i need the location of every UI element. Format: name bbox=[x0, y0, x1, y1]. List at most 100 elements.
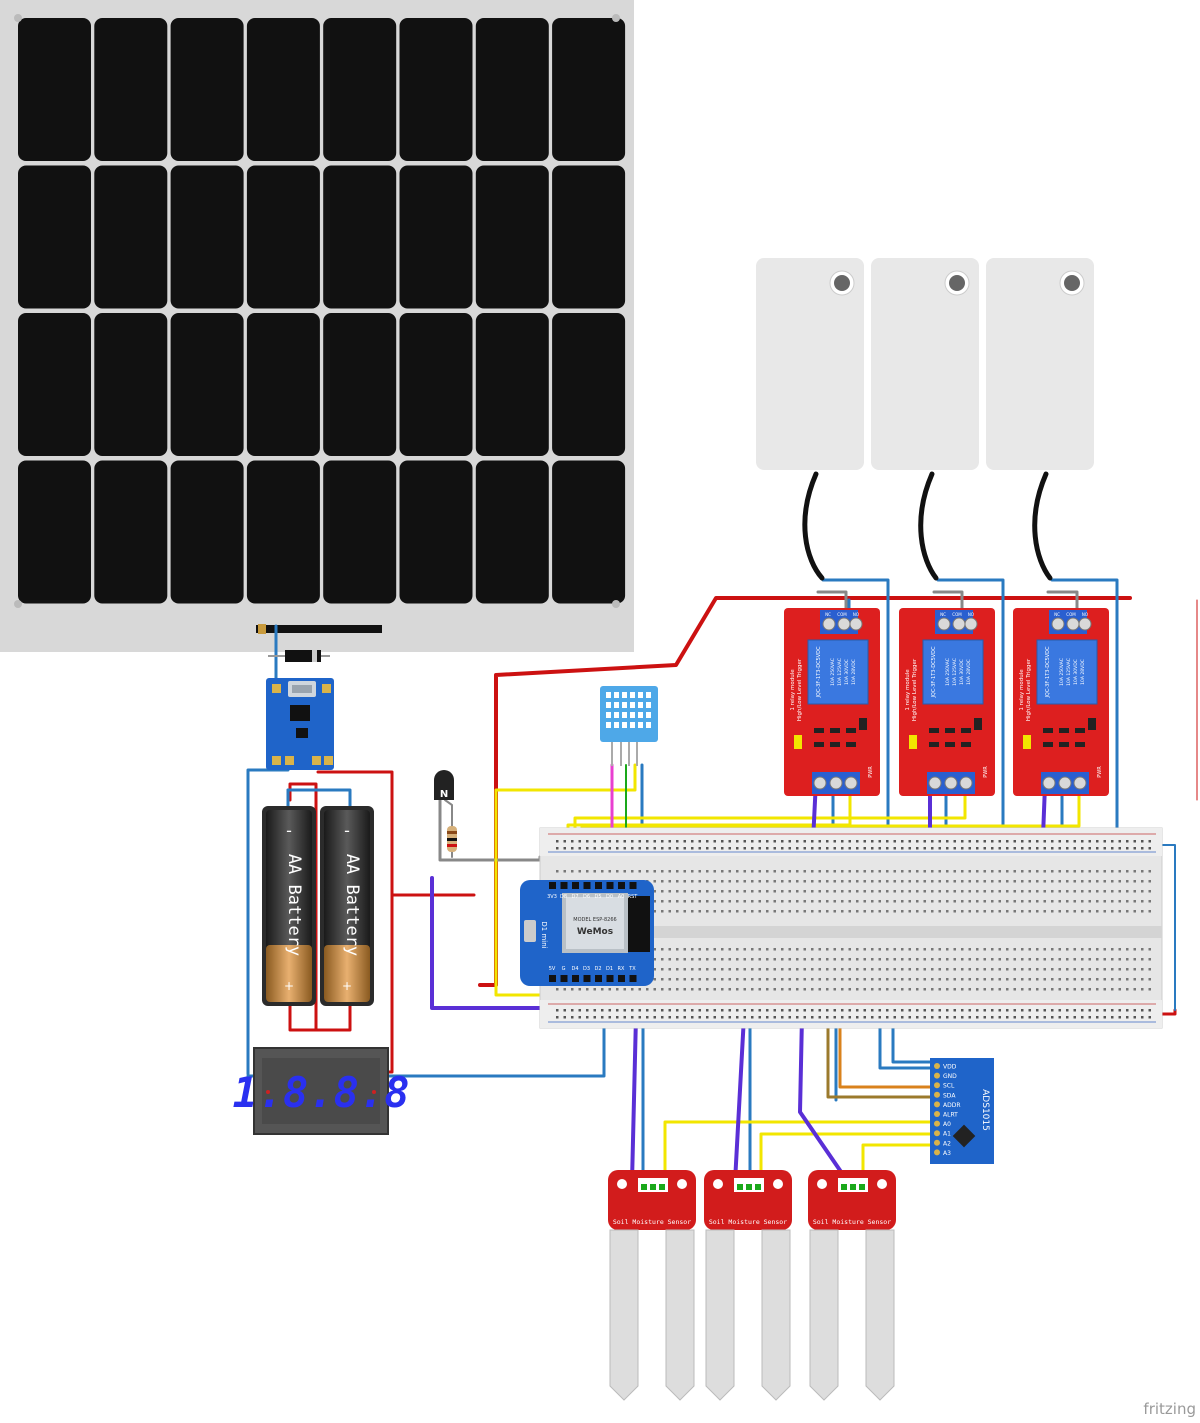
solar-cell bbox=[552, 460, 626, 604]
solar-cell bbox=[475, 18, 549, 161]
wemos-pin-label: D0 bbox=[606, 894, 613, 900]
relay-subtitle: High/Low Level Trigger bbox=[1026, 658, 1032, 721]
solar-cell bbox=[170, 18, 244, 161]
solar-cell bbox=[246, 460, 320, 604]
relay-rating: 10A 30VDC bbox=[959, 659, 965, 685]
relay-title: 1 relay module bbox=[1019, 669, 1025, 711]
wemos-pin-label: D8 bbox=[560, 894, 567, 900]
solar-cell bbox=[399, 18, 473, 161]
relay-rating: 10A 28VDC bbox=[1080, 659, 1086, 685]
relay-rating: 10A 125VAC bbox=[1066, 658, 1072, 686]
relay-title: 1 relay module bbox=[790, 669, 796, 711]
battery-plus: + bbox=[342, 979, 352, 993]
fritzing-watermark: fritzing bbox=[1143, 1400, 1196, 1418]
solar-cell bbox=[323, 18, 397, 161]
wemos-pin-label: D6 bbox=[583, 894, 590, 900]
solar-panel bbox=[0, 0, 634, 652]
solar-cell bbox=[170, 165, 244, 309]
relay-rating: 10A 28VDC bbox=[966, 659, 972, 685]
relay-title: 1 relay module bbox=[905, 669, 911, 711]
relay-terminal-label: NO bbox=[853, 612, 859, 617]
solar-cell bbox=[94, 313, 168, 456]
relay-terminal-label: NC bbox=[940, 612, 946, 617]
wemos-pin-label: D5 bbox=[594, 894, 601, 900]
wemos-pin-label: D2 bbox=[594, 966, 601, 972]
solar-cell bbox=[552, 165, 626, 309]
battery-pack: - + AA Battery - + AA Battery bbox=[262, 806, 374, 1006]
charger-module bbox=[266, 650, 334, 770]
pad-sensor bbox=[986, 258, 1094, 470]
solar-cell bbox=[475, 165, 549, 309]
pad-sensor bbox=[756, 258, 864, 470]
solar-cells bbox=[18, 18, 626, 604]
wemos-pin-label: RST bbox=[628, 894, 639, 900]
relay-terminal-label: NO bbox=[1082, 612, 1088, 617]
solar-cell bbox=[246, 313, 320, 456]
relay-rating: 10A 125VAC bbox=[952, 658, 958, 686]
wemos-pin-label: RX bbox=[618, 966, 625, 972]
relay-rating: 10A 30VDC bbox=[844, 659, 850, 685]
adc-label: ADS1015 bbox=[980, 1089, 990, 1131]
relay-rating: 10A 28VDC bbox=[851, 659, 857, 685]
display-digits: 1.8.8.8 bbox=[232, 1068, 409, 1117]
battery-label: AA Battery bbox=[342, 854, 362, 956]
battery-plus: + bbox=[284, 979, 294, 993]
soil-sensor-label: Soil Moisture Sensor bbox=[709, 1218, 787, 1226]
solar-cell bbox=[323, 165, 397, 309]
wemos-model: MODEL ESP-8266 bbox=[573, 917, 616, 923]
battery-minus: - bbox=[286, 821, 292, 840]
wemos-brand: WeMos bbox=[577, 927, 613, 937]
solar-cell bbox=[94, 18, 168, 161]
wemos-board: D1 mini bbox=[540, 921, 548, 948]
solar-cell bbox=[246, 18, 320, 161]
adc-pin-label: ALRT bbox=[943, 1112, 958, 1119]
wemos-pin-label: D3 bbox=[583, 966, 590, 972]
wemos-pin-label: D1 bbox=[606, 966, 613, 972]
solar-cell bbox=[18, 18, 91, 161]
battery-label: AA Battery bbox=[284, 854, 304, 956]
soil-moisture-sensor: Soil Moisture Sensor bbox=[808, 1170, 896, 1401]
voltage-display: 1.8.8.8 bbox=[232, 1047, 410, 1135]
soil-sensor-label: Soil Moisture Sensor bbox=[613, 1218, 691, 1226]
soil-moisture-sensor: Soil Moisture Sensor bbox=[704, 1170, 792, 1401]
battery-minus: - bbox=[344, 821, 350, 840]
solar-cell bbox=[18, 165, 91, 309]
wemos-pin-label: TX bbox=[628, 966, 636, 972]
wemos-pin-label: G bbox=[562, 966, 566, 972]
wemos-pin-label: A0 bbox=[618, 894, 625, 900]
adc-pin-label: A3 bbox=[943, 1150, 951, 1157]
relay-subtitle: High/Low Level Trigger bbox=[797, 658, 803, 721]
relay-part: JQC-3F-1T3-DC5VDC bbox=[816, 646, 822, 699]
adc-pin-label: A1 bbox=[943, 1131, 951, 1138]
relay-pwr: PWR bbox=[983, 766, 989, 778]
solar-cell bbox=[323, 313, 397, 456]
relay-terminal-label: NC bbox=[825, 612, 831, 617]
solar-cell bbox=[18, 313, 91, 456]
relay-rating: 10A 30VDC bbox=[1073, 659, 1079, 685]
adc-pin-label: VDD bbox=[943, 1064, 957, 1071]
relay-pwr: PWR bbox=[1097, 766, 1103, 778]
wemos-pin-label: 5V bbox=[549, 966, 556, 972]
relay-rating: 10A 250VAC bbox=[1059, 658, 1065, 686]
soil-moisture-sensor: Soil Moisture Sensor bbox=[608, 1170, 696, 1401]
solar-cell bbox=[399, 165, 473, 309]
relay-subtitle: High/Low Level Trigger bbox=[912, 658, 918, 721]
solar-cell bbox=[170, 313, 244, 456]
solar-panel-lead bbox=[256, 625, 382, 633]
relay-terminal-label: COM bbox=[952, 612, 962, 617]
relay-rating: 10A 250VAC bbox=[945, 658, 951, 686]
wemos-pin-label: D4 bbox=[571, 966, 578, 972]
solar-cell bbox=[94, 460, 168, 604]
adc-pin-label: A0 bbox=[943, 1121, 951, 1128]
aa-battery: - + AA Battery bbox=[262, 806, 316, 1006]
relay-terminal-label: NO bbox=[968, 612, 974, 617]
transistor: N bbox=[434, 770, 454, 800]
solar-cell bbox=[18, 460, 91, 604]
